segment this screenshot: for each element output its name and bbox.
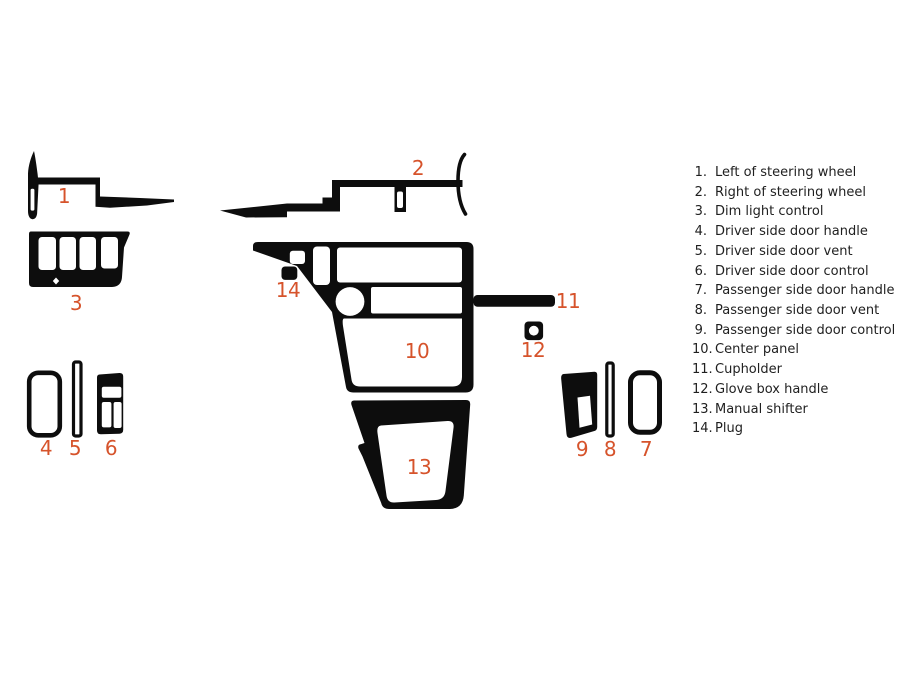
legend-item-label: Cupholder [715, 362, 782, 378]
legend-item-label: Passenger side door control [715, 322, 896, 338]
legend-item-label: Center panel [715, 342, 799, 358]
legend-item-number: 3. [694, 204, 707, 220]
diagram-label-8: 8 [603, 437, 617, 461]
diagram-label-1: 1 [57, 184, 71, 208]
part-dim-light-control [29, 231, 130, 287]
legend-item-label: Plug [715, 421, 743, 437]
legend-item-number: 9. [694, 322, 707, 338]
legend-item-5: 5. Driver side door vent [692, 242, 892, 262]
legend-item-number: 8. [694, 303, 707, 319]
legend-item-6: 6. Driver side door control [692, 262, 892, 282]
part-right-of-steering-wheel [220, 152, 468, 218]
legend-item-number: 13. [692, 401, 713, 417]
legend-item-label: Driver side door handle [715, 224, 868, 240]
legend-item-number: 10. [692, 342, 713, 358]
diagram-label-7: 7 [639, 437, 653, 461]
legend-item-11: 11.Cupholder [692, 360, 892, 380]
part-left-of-steering-wheel [28, 151, 174, 220]
legend-item-label: Right of steering wheel [715, 184, 866, 200]
legend-item-2: 2. Right of steering wheel [692, 183, 892, 203]
part-manual-shifter [351, 400, 471, 509]
part-driver-door-control [97, 372, 124, 435]
part-center-panel [253, 242, 474, 393]
diagram-label-4: 4 [39, 436, 53, 460]
legend-item-label: Driver side door vent [715, 243, 853, 259]
part-driver-door-handle [26, 370, 63, 438]
part-cupholder [473, 295, 555, 307]
parts-legend: 1. Left of steering wheel 2. Right of stee… [692, 163, 896, 439]
legend-item-label: Driver side door control [715, 263, 869, 279]
diagram-label-9: 9 [575, 437, 589, 461]
legend-item-number: 1. [694, 165, 707, 180]
legend-item-number: 7. [694, 283, 707, 299]
legend-item-13: 13.Manual shifter [692, 400, 892, 420]
diagram-label-11: 11 [555, 289, 581, 313]
legend-item-14: 14.Plug [692, 419, 892, 439]
part-passenger-door-control [561, 371, 598, 439]
legend-item-3: 3. Dim light control [692, 202, 892, 222]
legend-item-label: Dim light control [715, 204, 824, 220]
diagram-label-2: 2 [411, 156, 425, 180]
legend-item-number: 4. [694, 224, 707, 240]
legend-item-number: 6. [694, 263, 707, 279]
legend-item-label: Glove box handle [715, 381, 829, 397]
part-driver-door-vent [71, 360, 83, 438]
legend-item-number: 11. [692, 362, 713, 378]
legend-item-number: 2. [694, 184, 707, 200]
part-passenger-door-vent [605, 361, 615, 438]
legend-item-10: 10.Center panel [692, 340, 892, 360]
legend-item-label: Manual shifter [715, 401, 808, 417]
diagram-label-14: 14 [275, 278, 301, 302]
legend-item-label: Left of steering wheel [715, 165, 857, 180]
legend-item-number: 14. [692, 421, 713, 437]
legend-item-4: 4. Driver side door handle [692, 222, 892, 242]
diagram-label-12: 12 [520, 338, 546, 362]
diagram-label-13: 13 [406, 455, 432, 479]
diagram-label-3: 3 [69, 291, 83, 315]
diagram-label-6: 6 [104, 436, 118, 460]
legend-item-1: 1. Left of steering wheel [692, 163, 892, 183]
legend-item-label: Passenger side door handle [715, 283, 895, 299]
diagram-label-10: 10 [404, 339, 430, 363]
part-passenger-door-handle [628, 370, 662, 435]
legend-item-number: 5. [694, 243, 707, 259]
diagram-label-5: 5 [68, 436, 82, 460]
legend-item-7: 7. Passenger side door handle [692, 281, 895, 301]
legend-item-number: 12. [692, 381, 713, 397]
legend-item-9: 9. Passenger side door control [692, 321, 896, 341]
part-plug [281, 266, 298, 280]
legend-item-label: Passenger side door vent [715, 303, 880, 319]
legend-item-12: 12.Glove box handle [692, 380, 892, 400]
legend-item-8: 8. Passenger side door vent [692, 301, 892, 321]
part-glove-box-handle [524, 321, 544, 341]
